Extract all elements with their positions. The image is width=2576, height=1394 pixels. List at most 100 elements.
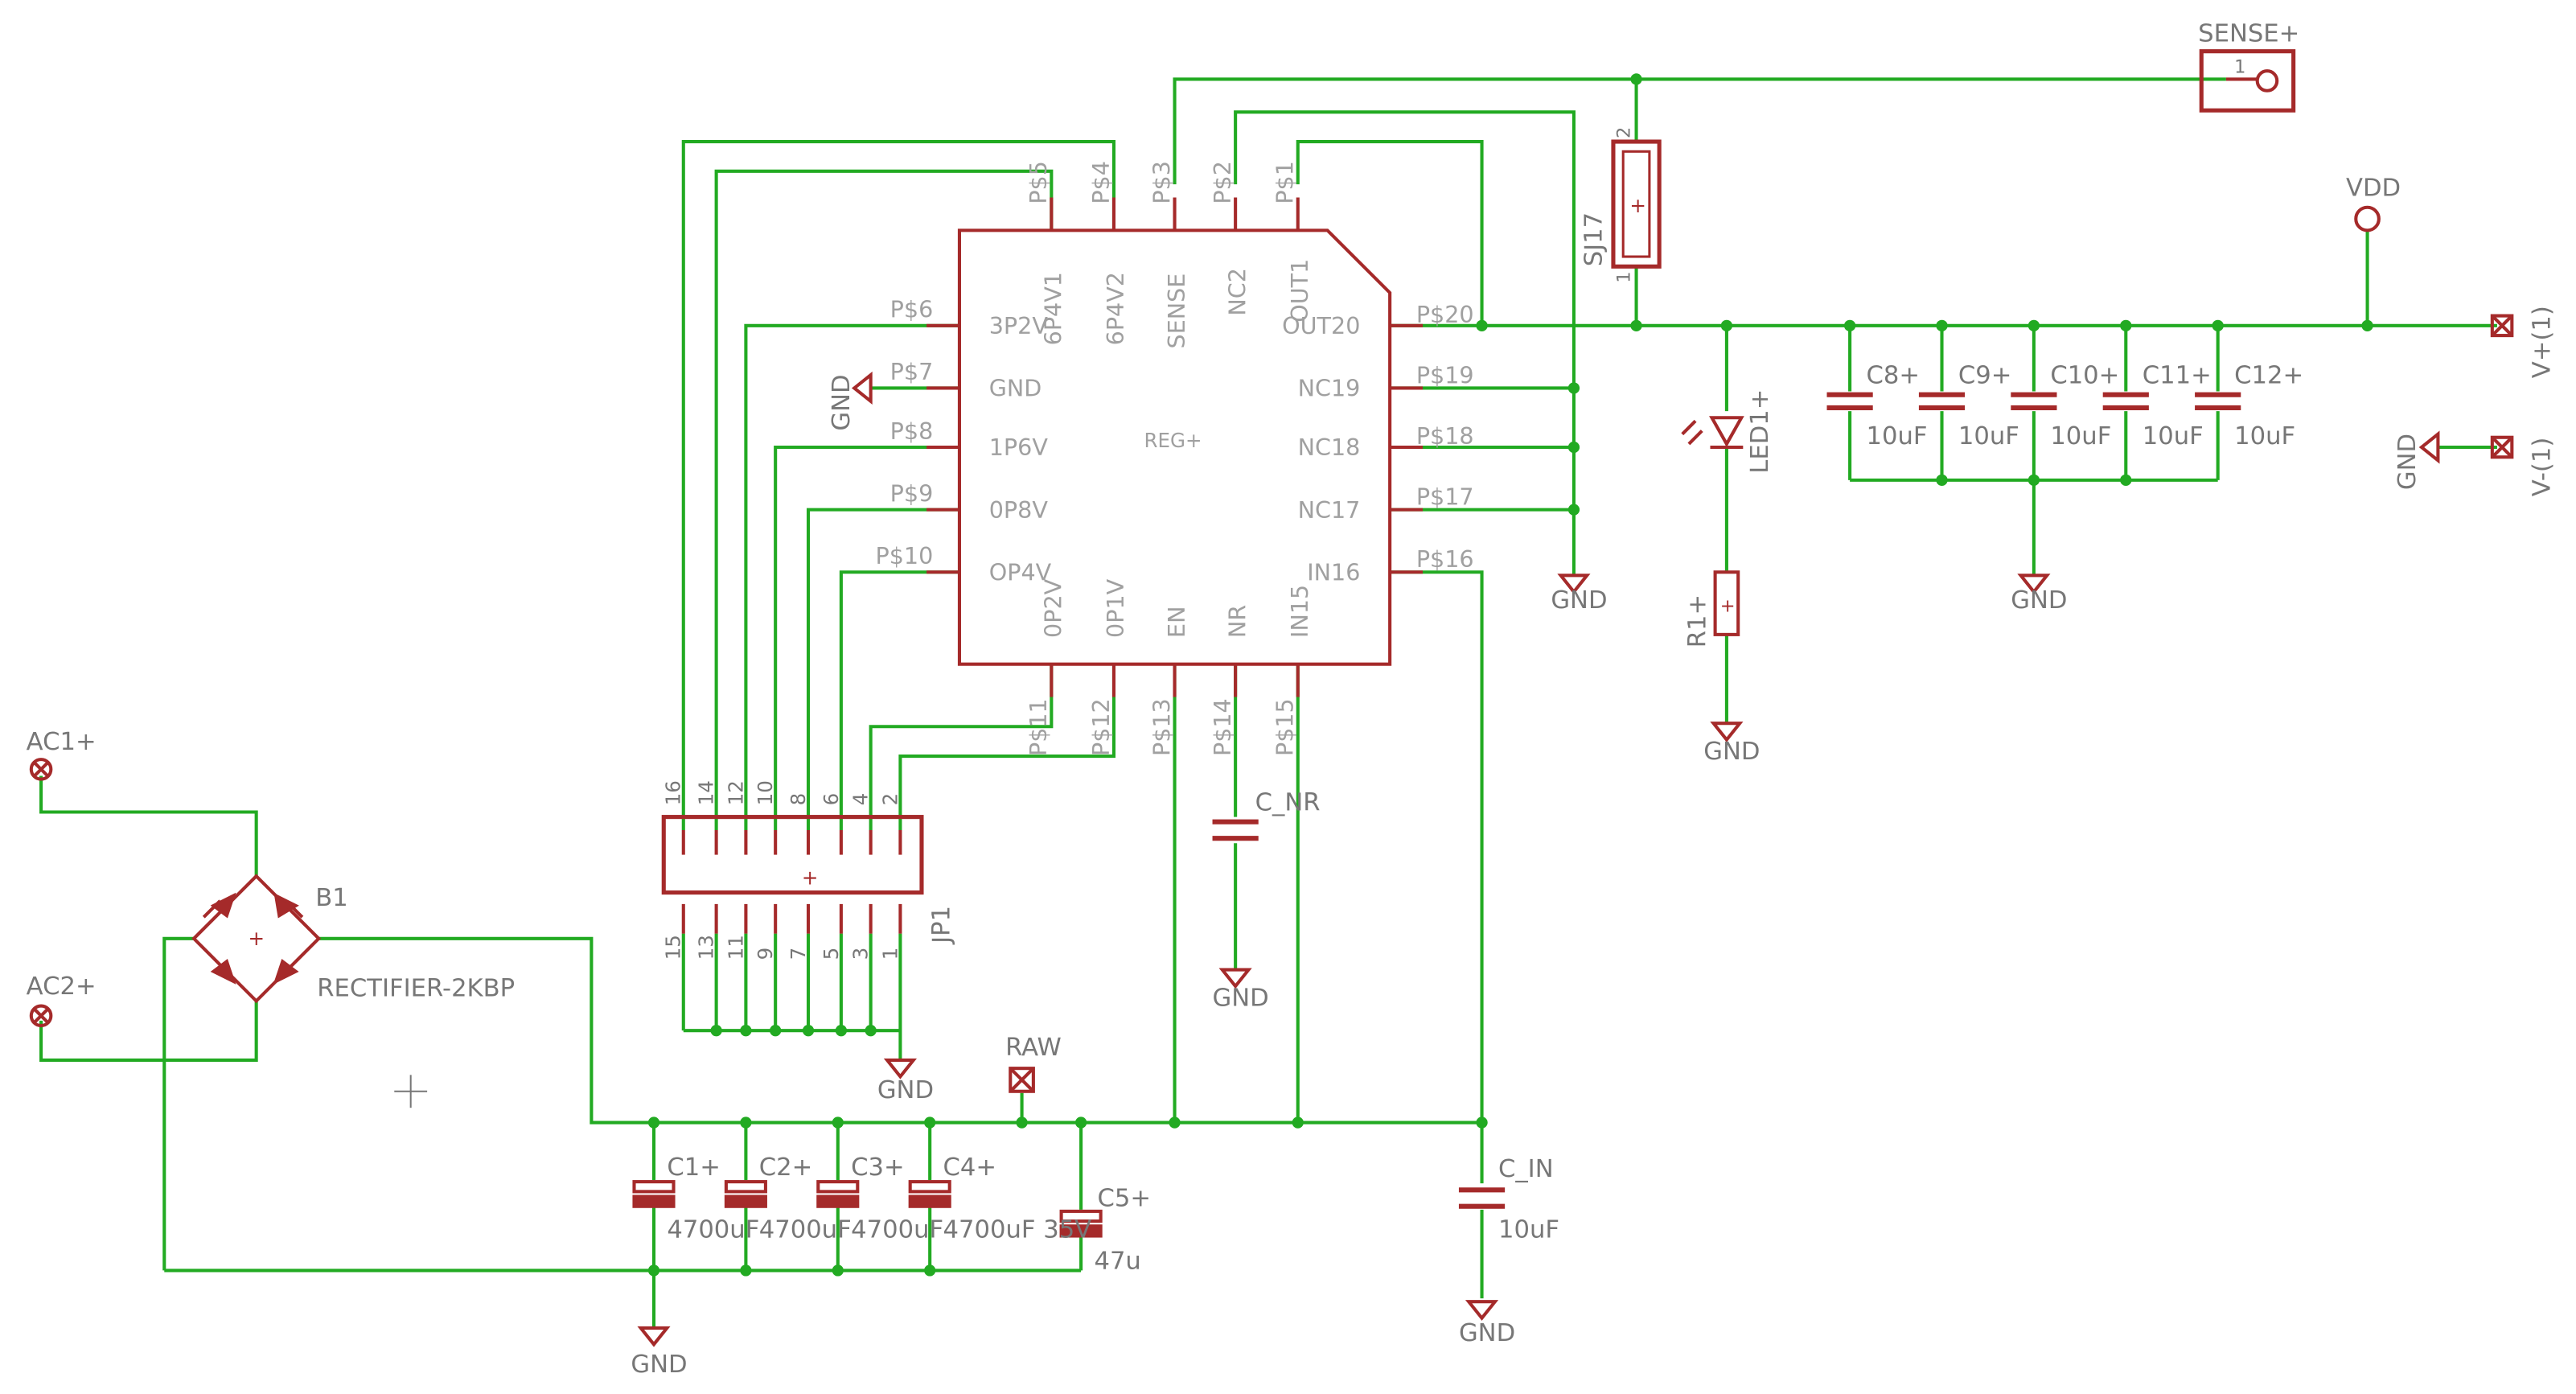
vdd-supply: VDD (2346, 174, 2401, 232)
gnd-label: GND (2011, 586, 2067, 615)
pin-name: 0P8V (989, 496, 1049, 524)
cap-value: 4700uF (667, 1216, 759, 1244)
c-in-label: C_IN (1498, 1155, 1554, 1183)
capacitor-c10[interactable] (2011, 392, 2057, 411)
cap-name: C2+ (759, 1153, 813, 1182)
c-in-value: 10uF (1498, 1216, 1559, 1244)
c5-name: C5+ (1098, 1185, 1152, 1213)
jp1-plus: + (802, 866, 819, 889)
pin-num: P$8 (890, 417, 934, 445)
jp1-pin: 6 (820, 793, 843, 806)
bulk-capacitors: C1+ C2+ C3+ C4+ 4700uF 4700uF 4700uF 470… (632, 1153, 1152, 1275)
raw-label: RAW (1005, 1034, 1062, 1062)
pin-num: P$3 (1148, 161, 1175, 204)
cap-name: C12+ (2234, 361, 2303, 389)
jp1-pin: 7 (787, 948, 810, 960)
capacitor-c12[interactable] (2195, 392, 2241, 411)
gnd-symbols (637, 371, 2440, 1347)
jp1-pin: 11 (724, 935, 747, 960)
pin-num: P$20 (1416, 301, 1474, 328)
sense-label: SENSE+ (2198, 19, 2299, 47)
capacitor-c11[interactable] (2102, 392, 2149, 411)
rectifier-b1[interactable] (191, 874, 322, 1004)
vminus-terminal[interactable]: V-(1) (2490, 435, 2556, 497)
cap-name: C11+ (2143, 361, 2212, 389)
sj17-plus: + (1629, 194, 1646, 217)
cap-value: 4700uF 35V (943, 1216, 1092, 1244)
pin-name: 3P2V (989, 312, 1049, 339)
vdd-label: VDD (2346, 174, 2401, 202)
capacitor-c-in[interactable] (1458, 1187, 1506, 1209)
led1-label: LED1+ (1746, 389, 1774, 474)
b1-value: RECTIFIER-2KBP (317, 974, 515, 1002)
jp1-label: JP1 (928, 906, 956, 945)
pin-num: P$13 (1148, 698, 1175, 756)
pin-name: IN15 (1286, 585, 1313, 638)
pin-num: P$1 (1272, 161, 1299, 204)
ac2-terminal[interactable] (29, 1004, 53, 1028)
pin-num: P$4 (1087, 161, 1115, 204)
jp1-pin: 3 (849, 948, 873, 960)
pin-name: OP4V (989, 558, 1052, 586)
jp1-pin: 2 (878, 793, 902, 806)
origin-crosshair (394, 1075, 428, 1108)
cap-value: 4700uF (851, 1216, 943, 1244)
jp1-pin: 12 (724, 780, 747, 805)
pin-num: P$12 (1087, 698, 1115, 756)
jp1-pin: 8 (787, 793, 810, 806)
raw-terminal[interactable] (1009, 1067, 1035, 1093)
sj17-jumper[interactable]: + SJ17 2 1 (1580, 127, 1662, 283)
capacitor-c4[interactable] (908, 1180, 951, 1208)
pin-num: P$5 (1025, 161, 1052, 204)
r1-resistor[interactable]: + R1+ (1683, 570, 1740, 648)
cap-value: 10uF (2050, 422, 2111, 450)
led1[interactable] (1681, 416, 1744, 450)
pin-num: P$7 (890, 358, 934, 385)
pin-num: P$11 (1025, 698, 1052, 756)
pin-num: P$17 (1416, 483, 1474, 511)
pin-num: P$2 (1209, 161, 1236, 204)
gnd-label: GND (1459, 1319, 1515, 1347)
jp1-pin: 1 (878, 948, 902, 960)
capacitor-c8[interactable] (1826, 392, 1873, 411)
regulator-ic[interactable]: REG+ P$6 P$7 P$8 P$9 P$10 3P2V GND 1P6V … (875, 161, 1473, 756)
pin-num: P$18 (1416, 422, 1474, 450)
pin-name: EN (1163, 607, 1190, 638)
jp1-pin: 14 (695, 780, 718, 805)
cap-name: C10+ (2050, 361, 2119, 389)
ic-name: REG+ (1144, 429, 1202, 452)
capacitor-c1[interactable] (632, 1180, 676, 1208)
capacitor-c9[interactable] (1918, 392, 1966, 411)
pin-name: SENSE (1163, 273, 1190, 349)
sj17-pin1: 1 (1613, 271, 1634, 282)
output-capacitors: C8+ C9+ C10+ C11+ C12+ 10uF 10uF 10uF 10… (1826, 361, 2303, 450)
vplus-label: V+(1) (2528, 306, 2556, 378)
vminus-label: V-(1) (2528, 438, 2556, 497)
jp1-header[interactable]: + JP1 16 14 12 10 8 6 4 2 15 13 11 9 7 5… (662, 780, 956, 960)
pin-name: NC18 (1298, 434, 1361, 461)
sense-connector[interactable]: 1 SENSE+ (2198, 19, 2299, 113)
pin-name: NC17 (1298, 496, 1361, 524)
pin-num: P$10 (875, 542, 933, 570)
pin-num: P$6 (890, 296, 934, 323)
capacitor-c5[interactable] (1059, 1209, 1103, 1238)
pin-num: P$9 (890, 479, 934, 507)
gnd-label: GND (1551, 586, 1607, 615)
vplus-terminal[interactable]: V+(1) (2490, 306, 2556, 378)
ac1-terminal[interactable] (29, 758, 53, 781)
capacitor-c-nr[interactable] (1212, 819, 1259, 841)
pin-num: P$15 (1272, 698, 1299, 756)
jp1-pin: 5 (820, 948, 843, 960)
pin-num: P$14 (1209, 698, 1236, 756)
cap-name: C8+ (1867, 361, 1921, 389)
jp1-pin: 10 (754, 780, 777, 805)
pin-num: P$16 (1416, 545, 1474, 573)
capacitor-c2[interactable] (724, 1180, 767, 1208)
gnd-label: GND (877, 1076, 934, 1104)
cap-value: 4700uF (759, 1216, 852, 1244)
pin-num: P$19 (1416, 361, 1474, 389)
gnd-label: GND (631, 1351, 687, 1379)
capacitor-c3[interactable] (816, 1180, 860, 1208)
pin-name: 6P4V2 (1102, 272, 1129, 345)
